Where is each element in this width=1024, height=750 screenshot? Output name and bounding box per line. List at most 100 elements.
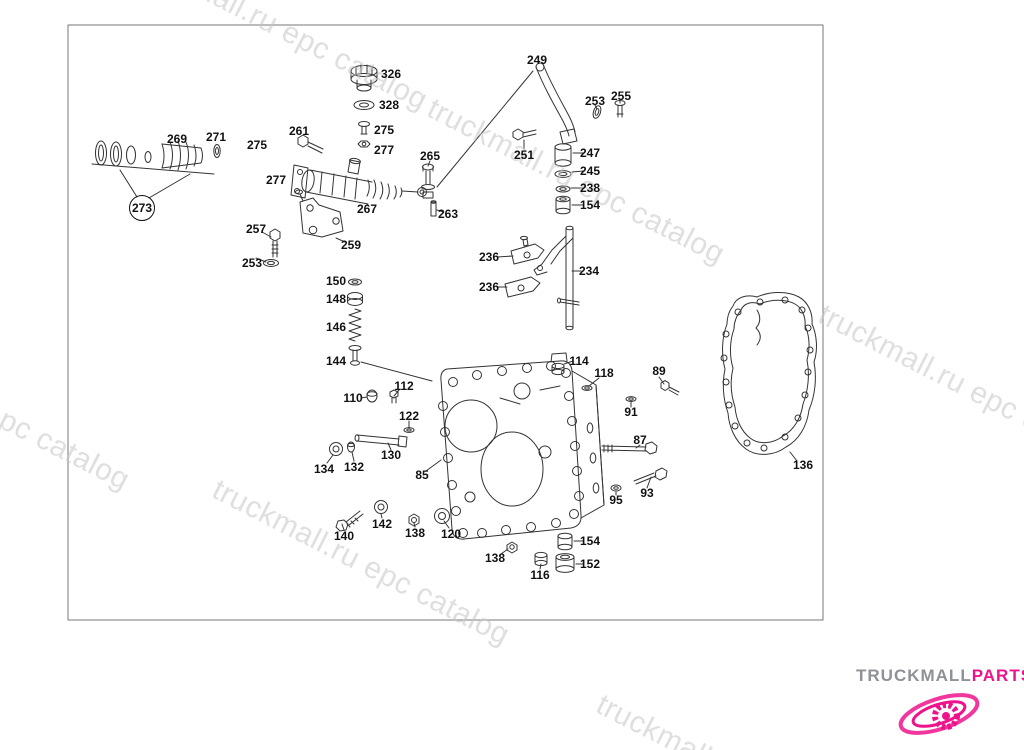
- part-bolt-257: [269, 228, 281, 258]
- part-label: 247: [579, 146, 601, 160]
- part-lever-249: [535, 62, 578, 145]
- part-label: 142: [371, 517, 393, 531]
- part-label: 261: [288, 124, 310, 138]
- part-screw-275: [358, 121, 370, 135]
- part-label: 277: [265, 173, 287, 187]
- part-label: 134: [313, 462, 335, 476]
- diagram-border: [67, 24, 824, 621]
- part-label: 150: [325, 274, 347, 288]
- part-label: 249: [526, 53, 548, 67]
- part-nut-138-left: [408, 513, 420, 527]
- part-label: 263: [437, 207, 459, 221]
- part-label: 136: [792, 458, 814, 472]
- part-bracket-259: [295, 189, 344, 238]
- part-label: 95: [609, 493, 623, 507]
- part-bolt-251: [512, 128, 537, 141]
- part-label: 271: [205, 130, 227, 144]
- part-bushing-152: [555, 553, 575, 573]
- part-washer-253-top: [592, 105, 602, 119]
- part-bolt-89: [660, 380, 680, 396]
- part-label: 114: [569, 354, 589, 368]
- part-plug-110: [366, 389, 378, 403]
- part-label: 85: [415, 468, 429, 482]
- part-label: 273: [129, 195, 155, 221]
- part-label: 91: [624, 405, 638, 419]
- part-washer-122: [403, 427, 415, 433]
- part-label: 236: [478, 280, 500, 294]
- part-spring-column: [347, 278, 363, 366]
- part-label: 234: [578, 264, 600, 278]
- brand-name: TRUCKMALL: [856, 666, 972, 685]
- part-label: 118: [594, 366, 614, 380]
- part-bolt-87: [601, 441, 658, 455]
- part-bushing-154-bottom: [557, 532, 573, 551]
- part-label: 120: [440, 527, 462, 541]
- part-label: 146: [325, 320, 347, 334]
- part-label: 144: [325, 354, 347, 368]
- part-ring-120: [434, 508, 450, 524]
- part-label: 138: [484, 551, 506, 565]
- part-pin-263: [430, 200, 437, 217]
- brand-logo: TRUCKMALLPARTS: [856, 666, 1024, 686]
- brand-accent: PARTS: [971, 666, 1024, 685]
- part-rod-234: [533, 225, 580, 331]
- part-rod-130: [354, 434, 408, 448]
- part-label: 154: [579, 198, 601, 212]
- part-ring-134: [329, 442, 343, 456]
- part-label: 269: [166, 132, 188, 146]
- part-bolt-93: [633, 467, 668, 485]
- part-label: 253: [241, 256, 263, 270]
- part-ring-118: [581, 385, 593, 391]
- part-label: 265: [419, 149, 441, 163]
- part-label: 275: [246, 138, 268, 152]
- part-ring-238: [555, 185, 571, 193]
- part-ring-91: [625, 396, 637, 402]
- part-label: 148: [325, 292, 347, 306]
- part-label: 253: [584, 94, 606, 108]
- part-ring-142: [374, 500, 388, 514]
- part-label: 326: [380, 67, 402, 81]
- part-label: 275: [373, 123, 395, 137]
- part-ring-95: [610, 484, 622, 492]
- part-label: 87: [633, 433, 647, 447]
- part-label: 140: [333, 529, 355, 543]
- part-label: 328: [378, 98, 400, 112]
- part-label: 251: [513, 148, 535, 162]
- part-ring-245: [554, 170, 572, 178]
- part-cap-326: [350, 64, 378, 92]
- part-sleeve-132: [347, 441, 355, 453]
- part-cap-114: [551, 362, 565, 376]
- part-washer-328: [353, 100, 375, 110]
- part-bolt-265: [421, 163, 435, 199]
- part-cap-116: [534, 551, 548, 567]
- part-label: 89: [652, 364, 666, 378]
- part-label: 277: [373, 143, 395, 157]
- part-label: 130: [380, 448, 402, 462]
- part-label: 245: [579, 164, 601, 178]
- part-nut-277: [357, 140, 371, 148]
- part-rings-269: [95, 140, 221, 171]
- part-label: 116: [530, 568, 550, 582]
- part-label: 112: [394, 379, 414, 393]
- part-label: 110: [343, 391, 363, 405]
- brand-gear-icon: [898, 693, 980, 735]
- part-label: 255: [610, 89, 632, 103]
- part-bushing-154-top: [555, 195, 571, 215]
- part-bolt-255: [614, 100, 626, 118]
- part-bolt-140: [335, 510, 364, 532]
- part-label: 154: [579, 534, 601, 548]
- part-housing-85: [438, 352, 605, 540]
- part-label: 257: [245, 222, 267, 236]
- part-label: 238: [579, 181, 601, 195]
- part-clamp-236-upper: [510, 235, 545, 265]
- part-bolt-261: [297, 134, 324, 154]
- part-gasket-136: [720, 292, 817, 455]
- part-label: 259: [340, 238, 362, 252]
- part-label: 93: [640, 486, 654, 500]
- part-washer-253-left: [263, 259, 279, 267]
- part-nut-138-bottom: [506, 541, 518, 554]
- part-label: 236: [478, 250, 500, 264]
